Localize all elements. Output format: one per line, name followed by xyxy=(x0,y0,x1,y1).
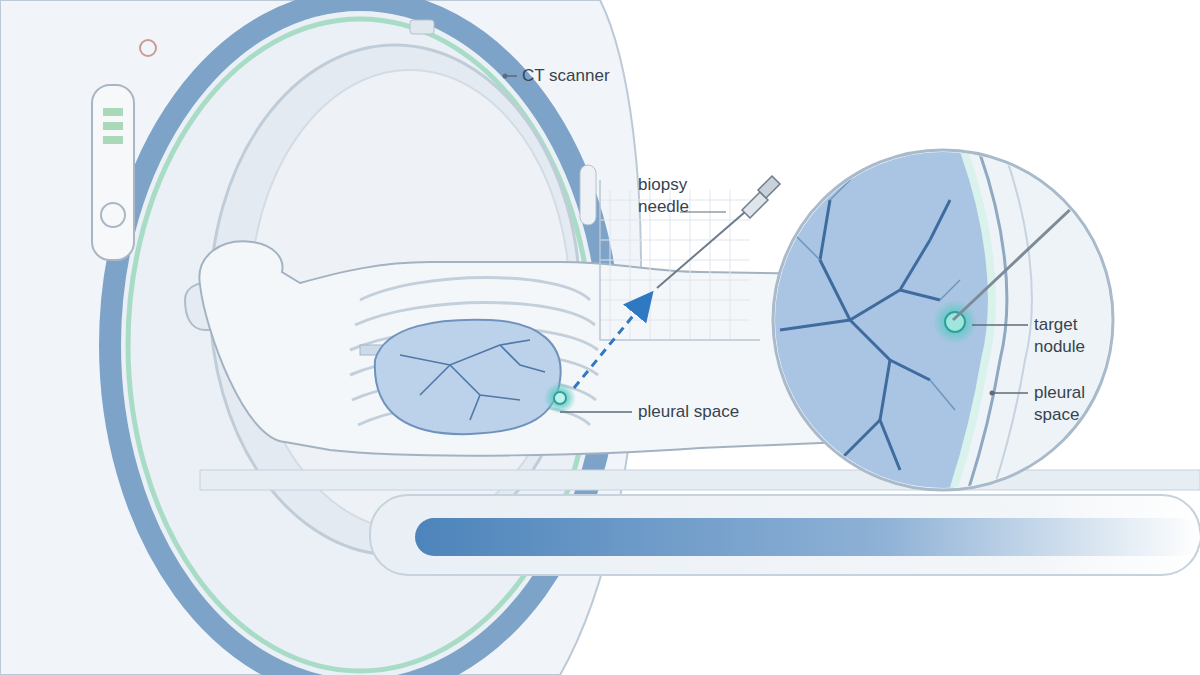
inset-label: pleural space xyxy=(1034,382,1085,426)
part-label: CT scanner xyxy=(522,65,610,87)
part-label: pleural space xyxy=(638,401,739,423)
part-label: biopsy needle xyxy=(638,174,689,218)
inset-label: target nodule xyxy=(1034,314,1085,358)
